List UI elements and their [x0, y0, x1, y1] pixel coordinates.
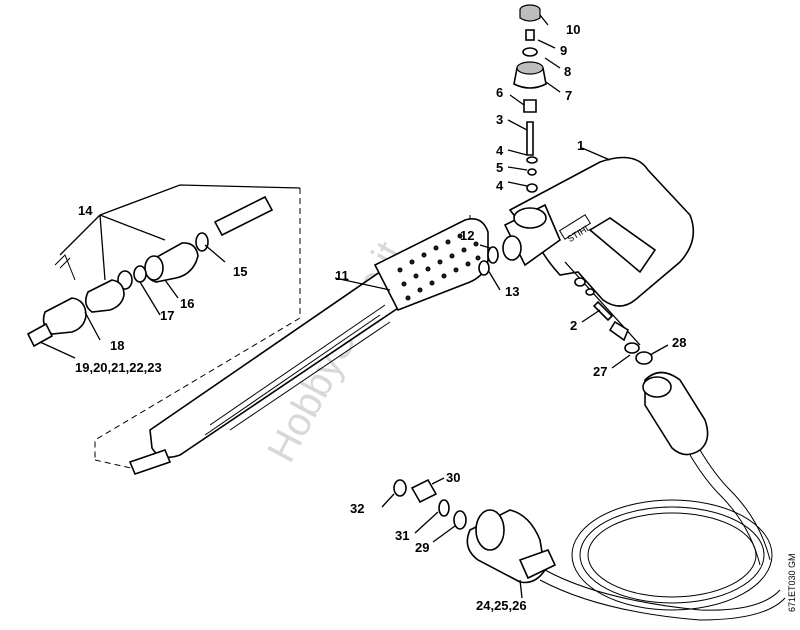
label-17: 17: [160, 308, 174, 323]
label-10: 10: [566, 22, 580, 37]
o-rings-12-13: [478, 246, 499, 276]
label-11: 11: [335, 268, 349, 283]
label-24-26: 24,25,26: [476, 598, 527, 613]
fitting-parts: [393, 478, 467, 530]
label-19-23: 19,20,21,22,23: [75, 360, 162, 375]
label-3: 3: [496, 112, 503, 127]
label-6: 6: [496, 85, 503, 100]
leader-lines-right: [581, 309, 669, 369]
label-18: 18: [110, 338, 124, 353]
leader-lines-bottom: [381, 477, 523, 599]
label-27: 27: [593, 364, 607, 379]
leader-lines-top: [479, 14, 611, 291]
label-5: 5: [496, 160, 503, 175]
label-16: 16: [180, 296, 194, 311]
valve-set: [564, 261, 653, 365]
label-13: 13: [505, 284, 519, 299]
valve-parts: [513, 4, 547, 193]
label-15: 15: [233, 264, 247, 279]
leader-lines-left: [39, 184, 391, 359]
label-28: 28: [672, 335, 686, 350]
hose: [466, 371, 786, 621]
label-29: 29: [415, 540, 429, 555]
label-4b: 4: [496, 178, 504, 193]
spray-gun-body: STIHL: [502, 156, 695, 307]
label-8: 8: [564, 64, 571, 79]
label-12: 12: [460, 228, 474, 243]
nozzle-assembly: [26, 195, 274, 348]
label-1: 1: [577, 138, 584, 153]
label-9: 9: [560, 43, 567, 58]
label-14: 14: [78, 203, 93, 218]
part-labels: 10 9 8 7 6 3 4 5 4 1 14 15 16 17 18 19,2…: [75, 22, 686, 613]
label-30: 30: [446, 470, 460, 485]
label-2: 2: [570, 318, 577, 333]
label-31: 31: [395, 528, 409, 543]
drawing-code: 671ET030 GM: [787, 553, 797, 612]
label-32: 32: [350, 501, 364, 516]
label-7: 7: [565, 88, 572, 103]
spray-lance: [128, 218, 489, 475]
label-4: 4: [496, 143, 504, 158]
